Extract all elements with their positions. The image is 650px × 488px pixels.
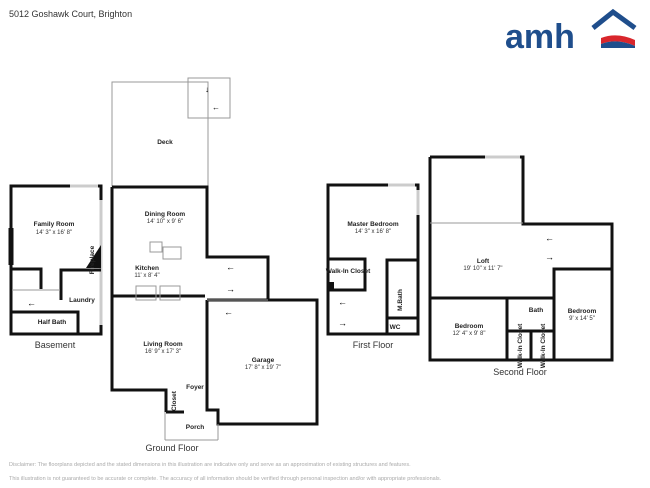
svg-text:Foyer: Foyer: [186, 384, 204, 391]
floor-label-ground: Ground Floor: [145, 443, 198, 453]
svg-text:M.Bath: M.Bath: [397, 289, 404, 311]
amh-logo: amh: [505, 8, 637, 52]
svg-text:16' 9" x 17' 3": 16' 9" x 17' 3": [145, 349, 181, 355]
ground-floor-plan: ↓ ← ← → ← Deck Dining Room 14' 10" x 9' …: [110, 77, 319, 453]
svg-text:Loft: Loft: [477, 258, 490, 265]
floor-label-first: First Floor: [353, 340, 394, 350]
fireplace-shape: [86, 245, 101, 268]
svg-text:←: ←: [224, 307, 233, 317]
svg-text:WC: WC: [390, 324, 401, 331]
svg-text:14' 3" x 16' 8": 14' 3" x 16' 8": [36, 230, 72, 236]
svg-text:→: →: [226, 284, 235, 294]
svg-text:14' 10" x 9' 6": 14' 10" x 9' 6": [147, 219, 183, 225]
floor-label-second: Second Floor: [493, 367, 547, 377]
first-floor-plan: ← → Master Bedroom 14' 3" x 16' 8" Walk-…: [326, 183, 420, 350]
svg-text:17' 8" x 19' 7": 17' 8" x 19' 7": [245, 365, 281, 371]
property-address: 5012 Goshawk Court, Brighton: [9, 9, 133, 19]
svg-text:Walk-In Closet: Walk-In Closet: [540, 323, 547, 368]
svg-text:14' 3" x 16' 8": 14' 3" x 16' 8": [355, 229, 391, 235]
house-roof-icon: [591, 8, 637, 31]
disclaimer: Disclaimer: The floorplans depicted and …: [9, 458, 649, 486]
svg-text:Living Room: Living Room: [143, 341, 183, 348]
disclaimer-line-1: Disclaimer: The floorplans depicted and …: [9, 462, 411, 468]
swoosh-icon: [601, 35, 635, 46]
svg-text:Fireplace: Fireplace: [89, 245, 96, 274]
svg-text:Walk-In Closet: Walk-In Closet: [517, 323, 524, 368]
svg-text:Bedroom: Bedroom: [568, 308, 597, 315]
logo-text: amh: [505, 18, 575, 52]
svg-text:←: ←: [212, 103, 220, 112]
basement-plan: ← Family Room 14' 3" x 16' 8" Fireplace …: [8, 184, 103, 350]
svg-text:Bedroom: Bedroom: [455, 323, 484, 330]
svg-text:Bath: Bath: [529, 307, 543, 314]
svg-text:19' 10" x 11' 7": 19' 10" x 11' 7": [463, 266, 502, 272]
svg-text:Walk-In Closet: Walk-In Closet: [326, 268, 371, 275]
svg-text:Deck: Deck: [157, 139, 173, 146]
svg-text:Master Bedroom: Master Bedroom: [347, 221, 399, 228]
svg-text:Dining Room: Dining Room: [145, 211, 186, 218]
svg-text:Garage: Garage: [252, 357, 275, 364]
floor-label-basement: Basement: [35, 340, 76, 350]
svg-text:Family Room: Family Room: [34, 221, 75, 228]
svg-text:Closet: Closet: [171, 390, 178, 411]
svg-text:Kitchen: Kitchen: [135, 265, 159, 272]
svg-text:←: ←: [226, 262, 235, 272]
second-floor-plan: ← → Loft 19' 10" x 11' 7" Bedroom 12' 4"…: [428, 155, 614, 377]
stair-arrow-icon: ←: [27, 298, 36, 308]
svg-text:Laundry: Laundry: [69, 297, 95, 304]
svg-text:↓: ↓: [205, 85, 209, 94]
svg-text:9' x 14' 5": 9' x 14' 5": [569, 316, 595, 322]
svg-text:12' 4" x 9' 8": 12' 4" x 9' 8": [453, 331, 486, 337]
svg-text:Porch: Porch: [186, 424, 204, 431]
svg-text:Half Bath: Half Bath: [38, 319, 67, 326]
disclaimer-line-2: This illustration is not guaranteed to b…: [9, 476, 442, 482]
svg-text:←: ←: [338, 297, 347, 307]
svg-text:→: →: [338, 318, 347, 328]
svg-text:11' x 8' 4": 11' x 8' 4": [134, 273, 159, 279]
svg-text:←: ←: [545, 233, 554, 243]
svg-text:→: →: [545, 252, 554, 262]
